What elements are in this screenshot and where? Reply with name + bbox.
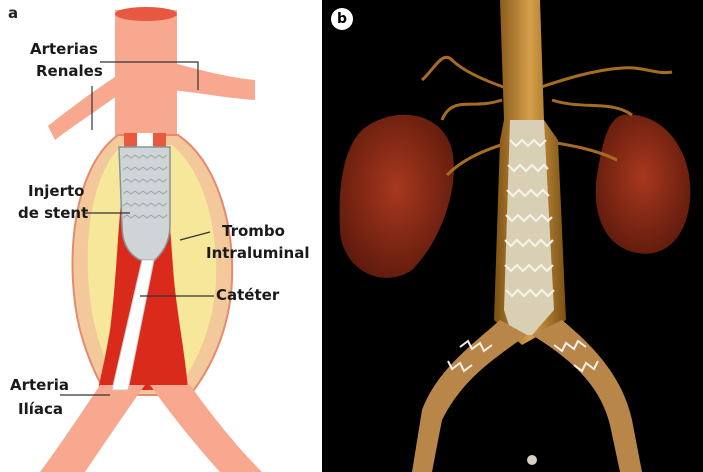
label-trombo: Trombo [222, 222, 285, 241]
stent-top-band-inner [137, 133, 153, 147]
label-intraluminal: Intraluminal [206, 244, 309, 263]
kidney-right [596, 115, 691, 254]
label-de-stent: de stent [18, 204, 88, 223]
ct-angiography-panel [322, 0, 703, 472]
calcification [527, 455, 537, 465]
renal-artery-right [170, 62, 255, 100]
ct-render [322, 0, 703, 472]
panel-b-tag: b [331, 8, 353, 30]
iliac-limb-right [532, 320, 642, 472]
label-iliaca: Ilíaca [18, 400, 63, 419]
label-arterias: Arterias [30, 40, 98, 59]
schematic-panel: a Arterias Renales Injerto de stent Trom… [0, 0, 316, 472]
aorta-upper [115, 10, 177, 150]
renal-artery-left [48, 75, 118, 140]
aorta-top-opening [115, 7, 177, 21]
label-renales: Renales [36, 62, 103, 81]
label-injerto: Injerto [28, 182, 84, 201]
kidney-left [340, 115, 454, 278]
panel-a-tag: a [8, 4, 18, 22]
iliac-right [150, 385, 262, 472]
label-arteria: Arteria [10, 376, 69, 395]
label-cateter: Catéter [216, 286, 279, 305]
iliac-left [40, 385, 145, 472]
